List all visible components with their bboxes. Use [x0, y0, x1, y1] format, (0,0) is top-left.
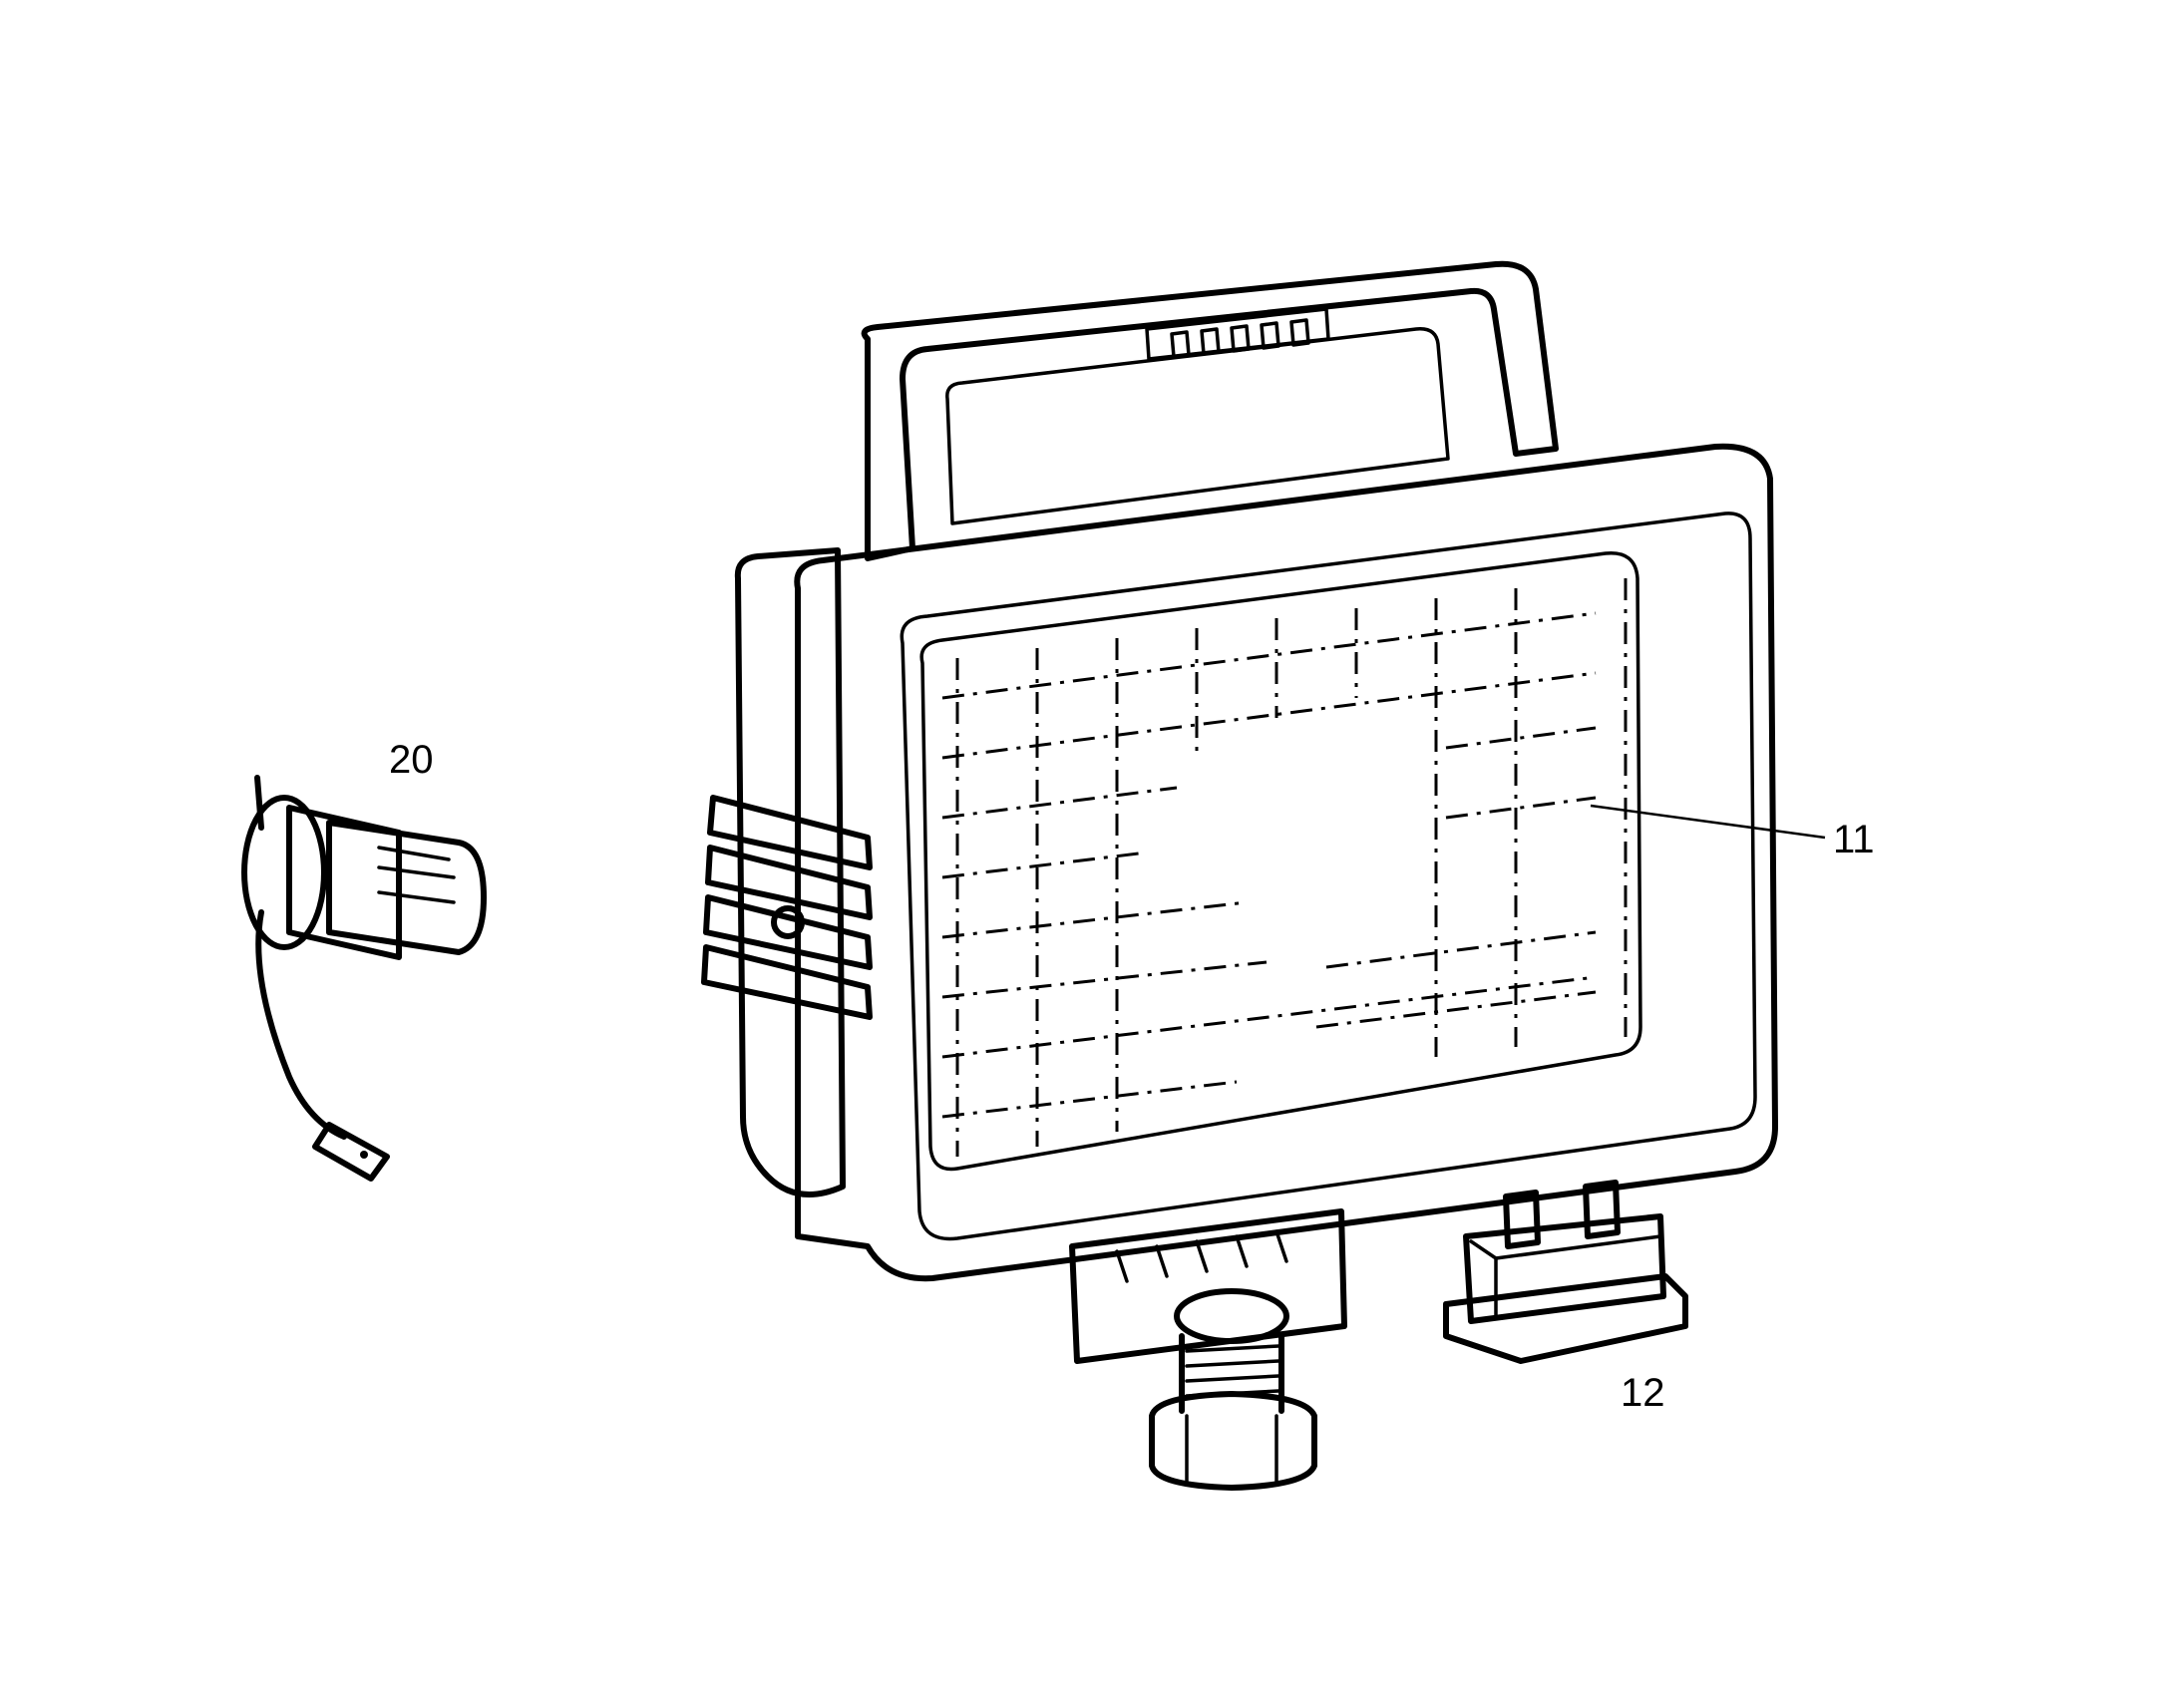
lamp-lens	[919, 550, 1642, 1172]
lamp-handle	[861, 260, 1559, 561]
rocker-switch	[1443, 1180, 1688, 1364]
lamp-bezel	[794, 443, 1778, 1282]
bulb	[241, 775, 487, 1182]
callout-20: 20	[389, 738, 434, 782]
callout-12: 12	[1621, 1371, 1665, 1415]
leader-line-11	[1590, 804, 1826, 840]
lamp-housing	[734, 547, 846, 1197]
work-lamp	[701, 260, 1778, 1491]
lens-pattern	[941, 578, 1628, 1157]
callout-11: 11	[1833, 818, 1875, 861]
lamp-base	[1069, 1208, 1347, 1491]
side-mount	[701, 795, 873, 1020]
